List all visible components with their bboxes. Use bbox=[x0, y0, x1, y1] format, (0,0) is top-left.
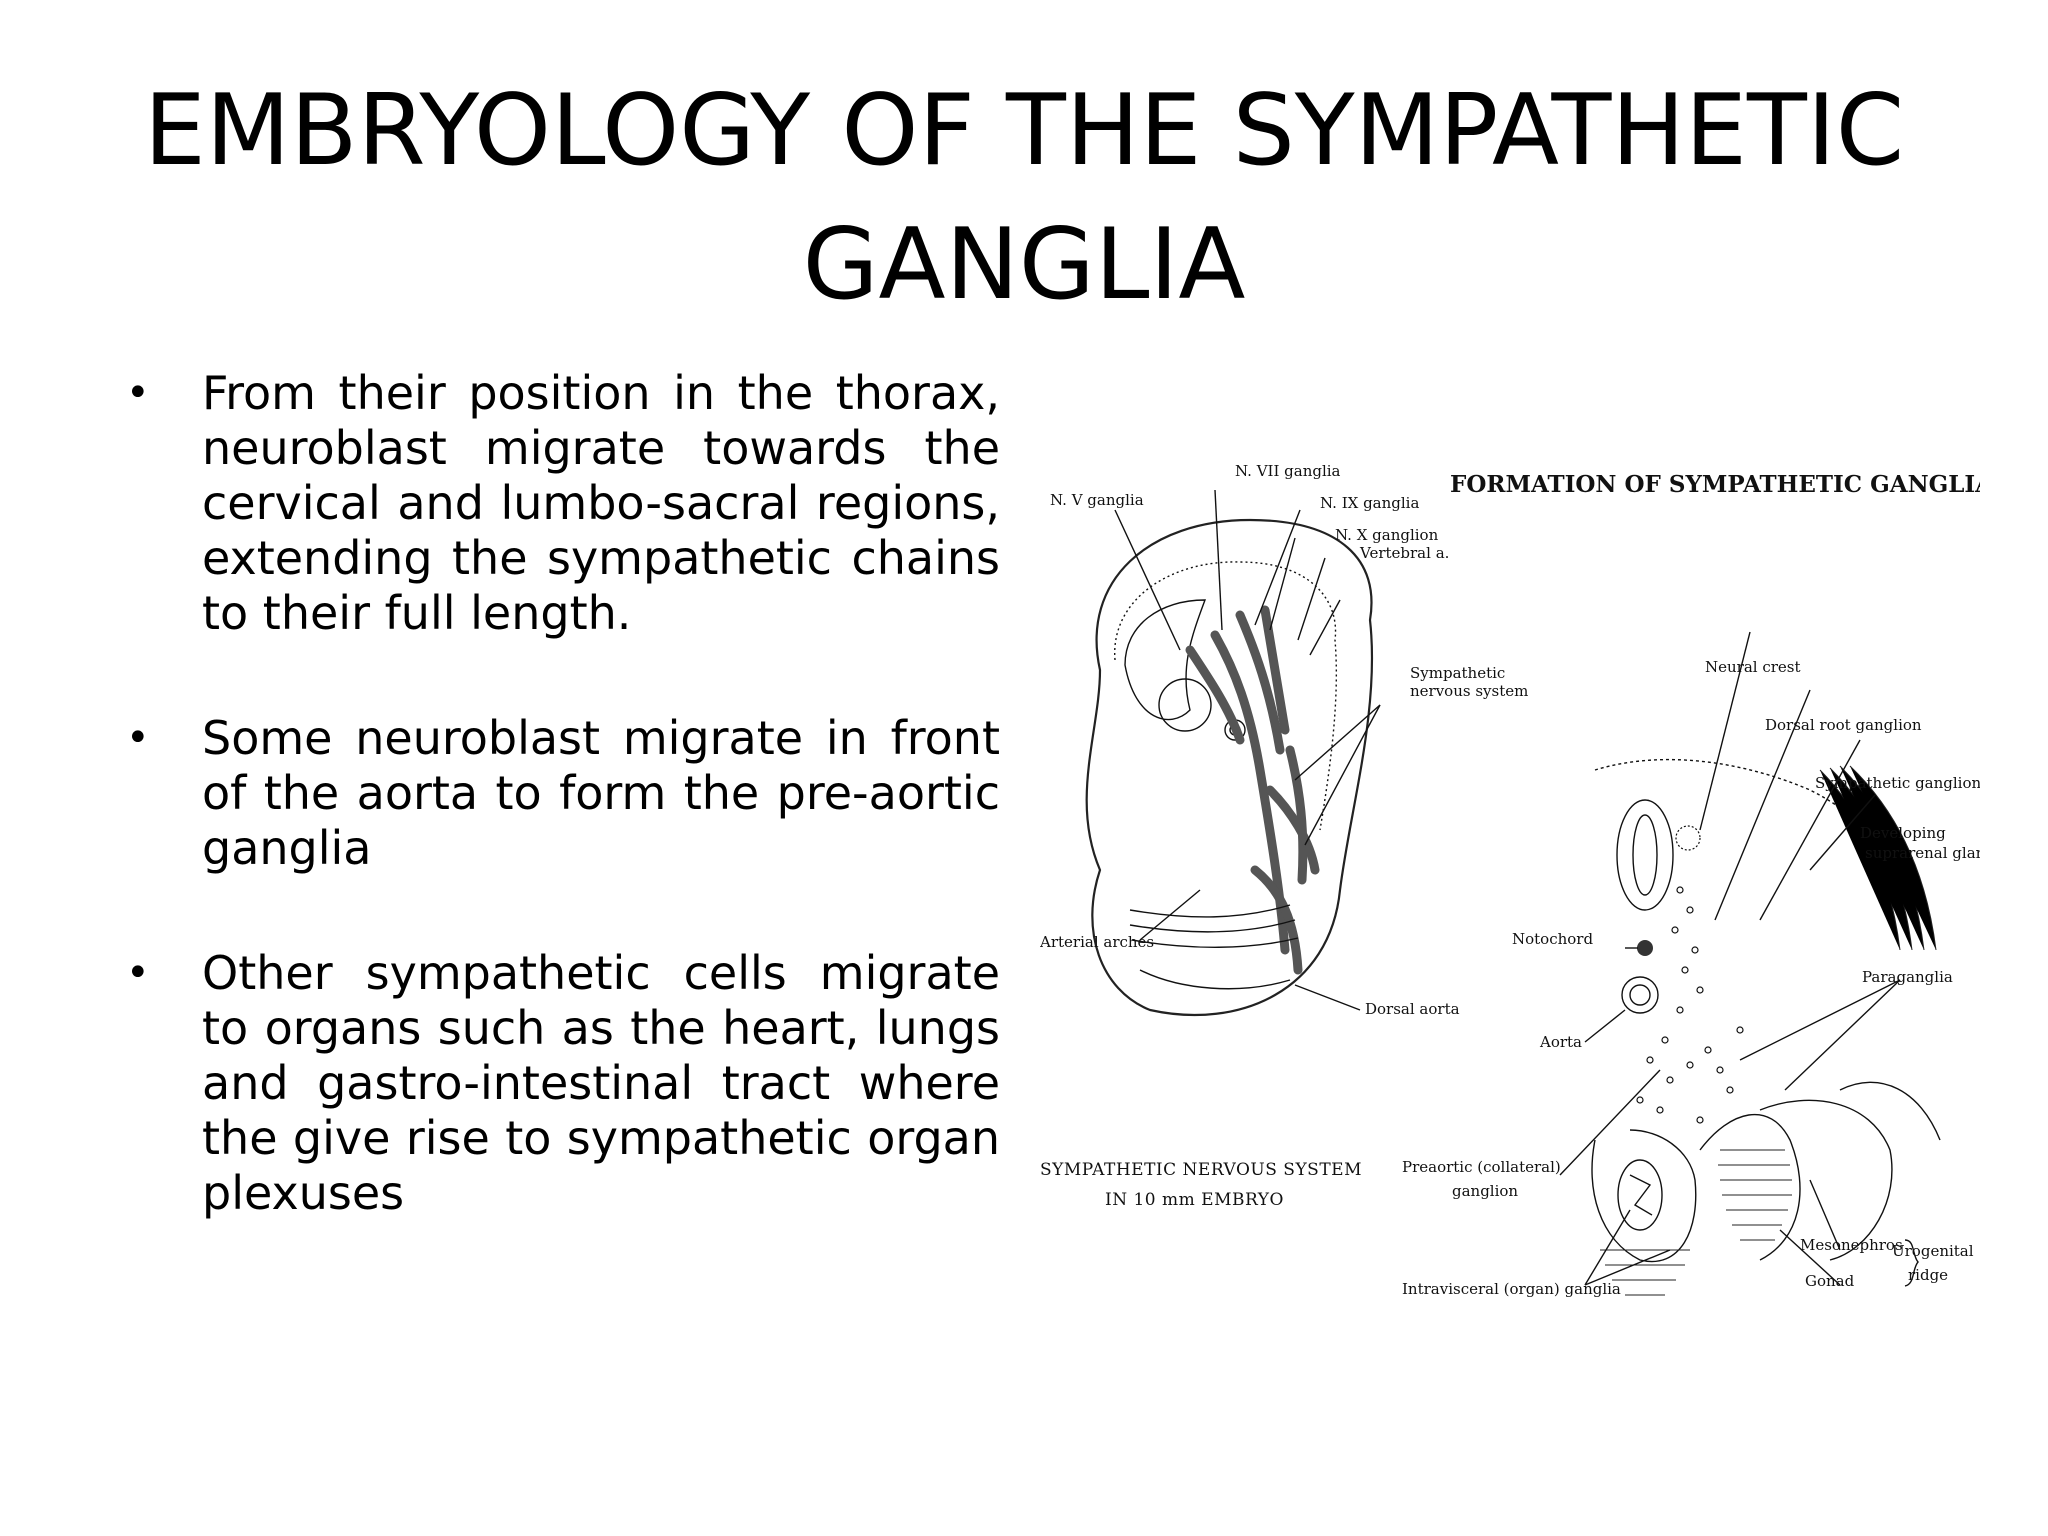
embryo-drawing bbox=[1085, 489, 1381, 1017]
leader-line bbox=[1297, 557, 1326, 641]
label-n-vii-ganglia: N. VII ganglia bbox=[1235, 462, 1341, 480]
label-sympathetic-nervous-system-1: Sympathetic bbox=[1410, 664, 1505, 682]
leader-line bbox=[1309, 599, 1341, 656]
bullet-text: Some neuroblast migrate in front of the … bbox=[202, 711, 1000, 875]
label-mesonephros: Mesonephros bbox=[1800, 1236, 1903, 1254]
cross-section-drawing bbox=[1559, 631, 1941, 1296]
label-intravisceral-ganglia: Intravisceral (organ) ganglia bbox=[1402, 1280, 1621, 1298]
bullet-marker: • bbox=[126, 950, 150, 996]
leader-line bbox=[1214, 489, 1223, 631]
label-gonad: Gonad bbox=[1805, 1272, 1855, 1290]
bullet-list: • From their position in the thorax, neu… bbox=[120, 366, 1000, 1291]
slide-title-line-2: GANGLIA bbox=[802, 208, 1246, 322]
leader-line bbox=[1584, 1209, 1631, 1286]
bullet-item: • From their position in the thorax, neu… bbox=[120, 366, 1000, 641]
label-urogenital-ridge-2: ridge bbox=[1908, 1266, 1948, 1284]
label-n-ix-ganglia: N. IX ganglia bbox=[1320, 494, 1419, 512]
slide-title: EMBRYOLOGY OF THE SYMPATHETIC GANGLIA bbox=[120, 64, 1928, 332]
label-developing-suprarenal-1: Developing bbox=[1860, 824, 1946, 842]
bullet-item: • Other sympathetic cells migrate to org… bbox=[120, 946, 1000, 1221]
leader-line bbox=[1304, 704, 1381, 846]
label-neural-crest: Neural crest bbox=[1705, 658, 1801, 676]
urogenital-brace bbox=[1904, 1239, 1919, 1287]
label-n-v-ganglia: N. V ganglia bbox=[1050, 491, 1144, 509]
label-n-x-ganglion: N. X ganglion bbox=[1335, 526, 1439, 544]
figure-heading: FORMATION OF SYMPATHETIC GANGLIA bbox=[1450, 471, 1980, 498]
label-arterial-arches: Arterial arches bbox=[1040, 933, 1154, 951]
leader-line bbox=[1809, 794, 1876, 871]
leader-line bbox=[1699, 631, 1751, 831]
bullet-marker: • bbox=[126, 715, 150, 761]
left-caption-line-2: IN 10 mm EMBRYO bbox=[1105, 1190, 1284, 1210]
leader-line bbox=[1584, 1249, 1671, 1286]
label-notochord: Notochord bbox=[1512, 930, 1593, 948]
diagram-svg: FORMATION OF SYMPATHETIC GANGLIA bbox=[1040, 462, 1980, 1298]
leader-line bbox=[1294, 704, 1381, 781]
label-preaortic-ganglion-2: ganglion bbox=[1452, 1182, 1518, 1200]
leader-line bbox=[1784, 979, 1901, 1091]
bullet-marker: • bbox=[126, 370, 150, 416]
leader-line bbox=[1559, 1069, 1661, 1176]
leader-line bbox=[1269, 537, 1296, 631]
label-paraganglia: Paraganglia bbox=[1862, 968, 1953, 986]
left-caption-line-1: SYMPATHETIC NERVOUS SYSTEM bbox=[1040, 1160, 1362, 1180]
bullet-item: • Some neuroblast migrate in front of th… bbox=[120, 711, 1000, 876]
leader-line bbox=[1584, 1009, 1626, 1043]
leader-line bbox=[1114, 509, 1181, 651]
label-vertebral-artery: Vertebral a. bbox=[1359, 544, 1449, 562]
leader-line bbox=[1739, 979, 1901, 1061]
label-aorta: Aorta bbox=[1539, 1033, 1582, 1051]
slide-title-line-1: EMBRYOLOGY OF THE SYMPATHETIC bbox=[143, 74, 1905, 188]
leader-line bbox=[1294, 984, 1361, 1011]
label-urogenital-ridge-1: Urogenital bbox=[1892, 1242, 1974, 1260]
sympathetic-ganglia-figure: FORMATION OF SYMPATHETIC GANGLIA bbox=[1040, 450, 1980, 1350]
label-dorsal-aorta: Dorsal aorta bbox=[1365, 1000, 1460, 1018]
bullet-text: From their position in the thorax, neuro… bbox=[202, 366, 1000, 640]
leader-line bbox=[1714, 689, 1811, 921]
leader-line bbox=[1759, 739, 1861, 921]
label-preaortic-ganglion-1: Preaortic (collateral) bbox=[1402, 1158, 1561, 1176]
leader-line bbox=[1254, 509, 1301, 626]
leader-line bbox=[1809, 1179, 1841, 1251]
label-sympathetic-nervous-system-2: nervous system bbox=[1410, 682, 1528, 700]
label-sympathetic-ganglion: Sympathetic ganglion bbox=[1815, 774, 1980, 792]
bullet-text: Other sympathetic cells migrate to organ… bbox=[202, 946, 1000, 1220]
leader-line bbox=[1779, 1229, 1841, 1286]
label-dorsal-root-ganglion: Dorsal root ganglion bbox=[1765, 716, 1922, 734]
leader-line bbox=[1139, 889, 1201, 941]
label-developing-suprarenal-2: suprarenal gland bbox=[1865, 844, 1980, 862]
